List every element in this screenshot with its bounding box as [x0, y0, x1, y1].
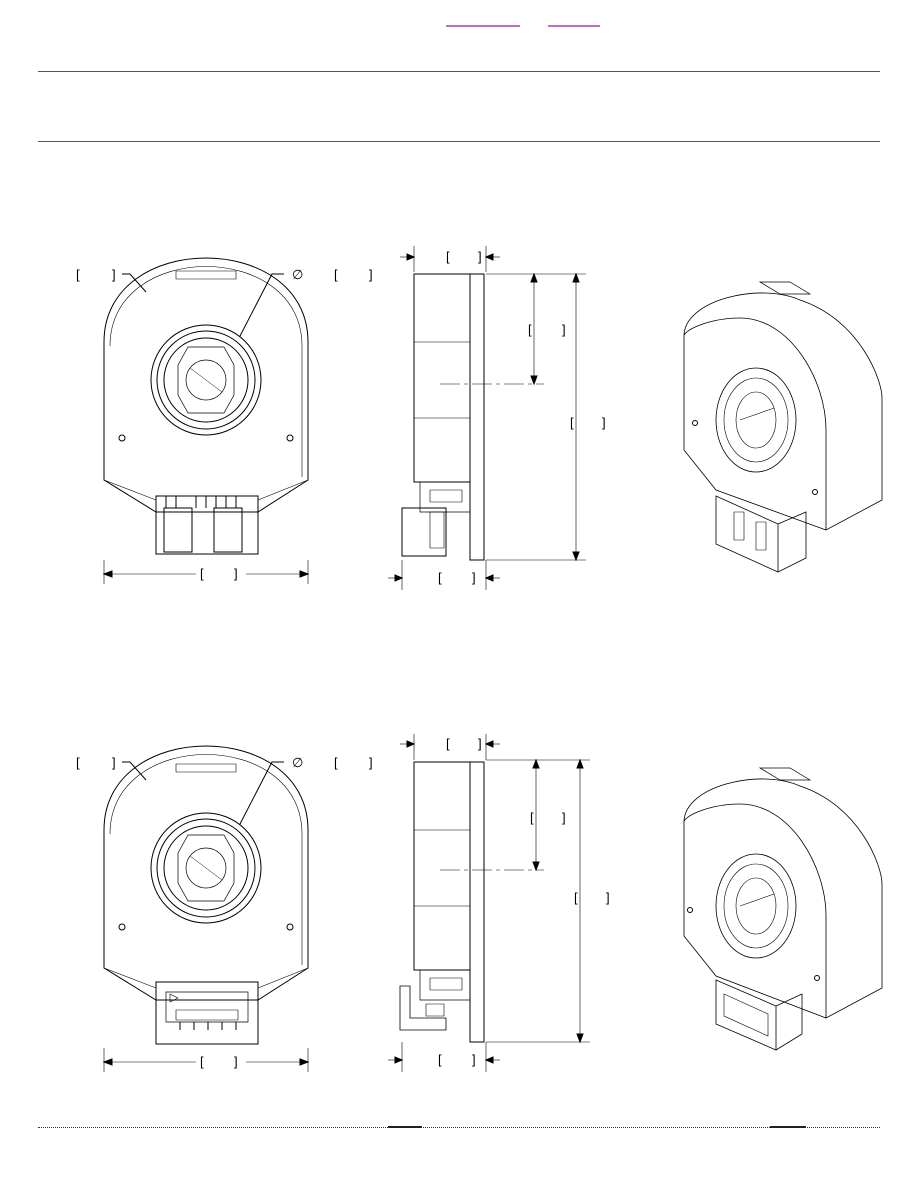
isometric-view: [684, 282, 882, 572]
svg-text:[: [: [528, 322, 532, 337]
svg-text:[: [: [438, 570, 442, 585]
svg-text:]: ]: [478, 249, 482, 264]
svg-text:]: ]: [606, 890, 610, 905]
svg-text:[: [: [334, 267, 338, 282]
svg-text:[: [: [574, 890, 578, 905]
footer-mark-right: [770, 1126, 806, 1128]
svg-text:[: [: [446, 249, 450, 264]
front-view: [104, 258, 308, 584]
svg-text:[: [: [334, 755, 338, 770]
svg-text:]: ]: [562, 810, 566, 825]
svg-text:]: ]: [369, 755, 373, 770]
isometric-view: [684, 768, 882, 1050]
side-view: [388, 734, 590, 1072]
svg-text:∅: ∅: [292, 755, 303, 770]
encoder-drawing-vertical-connector: [] ∅ [] [] [] [] [] []: [76, 240, 918, 620]
svg-text:[: [: [570, 415, 574, 430]
svg-text:[: [: [446, 736, 450, 751]
svg-text:]: ]: [112, 267, 116, 282]
footer-dotted-rule: [38, 1127, 880, 1128]
svg-text:[: [: [200, 1054, 204, 1069]
svg-text:[: [: [76, 267, 80, 282]
encoder-drawing-horizontal-connector: [] ∅ [] [] [] [] [] []: [76, 728, 918, 1108]
svg-text:∅: ∅: [292, 267, 303, 282]
footer-mark-left: [388, 1126, 422, 1128]
svg-text:[: [: [76, 755, 80, 770]
side-view: [388, 246, 586, 590]
svg-text:]: ]: [478, 736, 482, 751]
header-link-2[interactable]: [548, 25, 600, 27]
svg-text:]: ]: [234, 1054, 238, 1069]
header-rule-top: [38, 71, 880, 72]
front-view: [104, 746, 308, 1072]
svg-text:[: [: [530, 810, 534, 825]
svg-text:]: ]: [602, 415, 606, 430]
svg-text:]: ]: [472, 570, 476, 585]
svg-text:]: ]: [234, 566, 238, 581]
svg-text:[: [: [200, 566, 204, 581]
header-link-1[interactable]: [446, 25, 520, 27]
svg-text:]: ]: [369, 267, 373, 282]
svg-text:]: ]: [472, 1052, 476, 1067]
svg-text:]: ]: [112, 755, 116, 770]
svg-text:[: [: [438, 1052, 442, 1067]
header-rule-bottom: [38, 141, 880, 142]
svg-text:]: ]: [562, 322, 566, 337]
